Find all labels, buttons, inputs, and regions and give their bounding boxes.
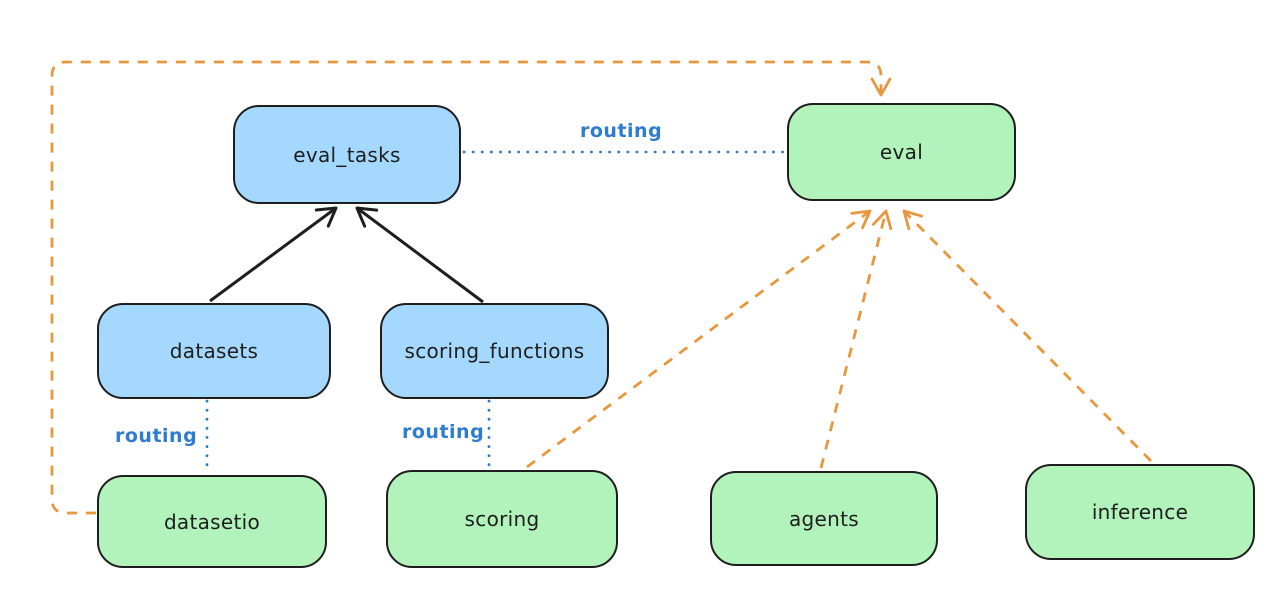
edge-scoring-functions-to-eval-tasks — [355, 206, 484, 304]
node-datasetio-label: datasetio — [163, 509, 261, 534]
node-scoring: scoring — [386, 470, 618, 568]
node-datasets-label: datasets — [169, 339, 259, 363]
edge-inference-to-eval — [902, 209, 1152, 462]
node-inference: inference — [1025, 464, 1255, 560]
node-eval: eval — [787, 103, 1016, 201]
edge-datasets-to-eval-tasks — [209, 206, 338, 303]
node-eval-label: eval — [879, 140, 924, 164]
node-agents-label: agents — [789, 506, 859, 531]
edge-label-routing-eval-tasks-eval: routing — [580, 120, 663, 142]
node-scoring-label: scoring — [464, 507, 540, 531]
node-inference-label: inference — [1091, 500, 1189, 524]
node-scoring-functions-label: scoring_functions — [404, 339, 585, 363]
node-eval-tasks-label: eval_tasks — [293, 142, 401, 167]
node-scoring-functions: scoring_functions — [380, 303, 609, 399]
edge-label-routing-datasets-datasetio: routing — [115, 425, 198, 447]
edge-agents-to-eval — [819, 209, 893, 469]
edge-label-routing-scoring-functions-scoring: routing — [402, 421, 485, 443]
node-datasetio: datasetio — [97, 475, 327, 568]
node-agents: agents — [710, 471, 938, 566]
node-datasets: datasets — [97, 303, 331, 399]
node-eval-tasks: eval_tasks — [233, 105, 461, 204]
